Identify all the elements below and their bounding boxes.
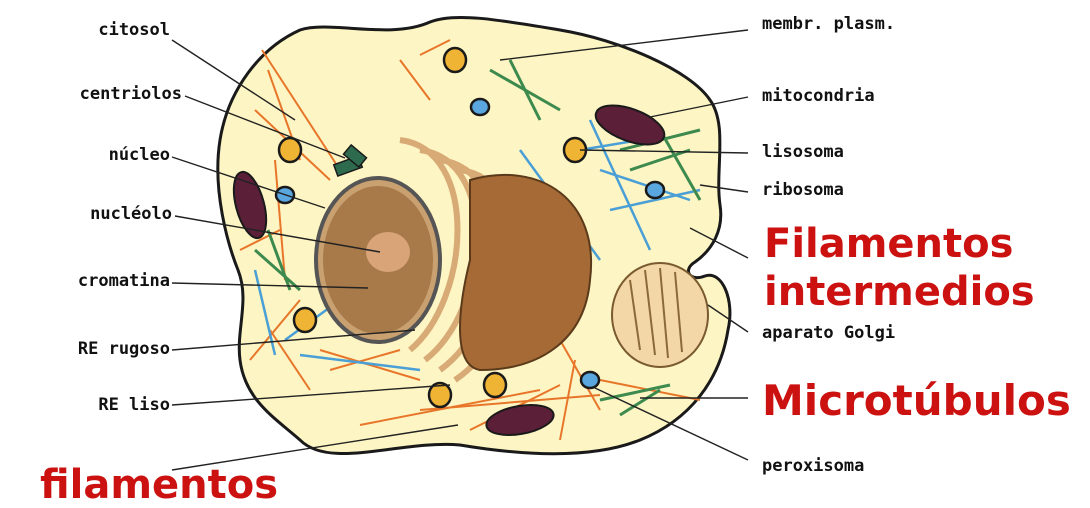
nucleolus — [366, 232, 410, 272]
highlight-microtubulos: Microtúbulos — [762, 380, 1071, 422]
golgi — [612, 263, 708, 367]
label-re-liso: RE liso — [40, 397, 170, 414]
label-citosol: citosol — [40, 22, 170, 39]
label-cromatina: cromatina — [10, 273, 170, 290]
label-centriolos: centriolos — [20, 86, 182, 103]
label-membrana: membr. plasm. — [762, 16, 895, 33]
label-aparato-golgi: aparato Golgi — [762, 325, 895, 342]
label-re-rugoso: RE rugoso — [10, 341, 170, 358]
highlight-intermedios: intermedios — [764, 272, 1035, 312]
nucleus — [316, 178, 440, 342]
label-ribosoma: ribosoma — [762, 182, 844, 199]
label-nucleolo: nucléolo — [20, 206, 172, 223]
label-lisosoma: lisosoma — [762, 144, 844, 161]
label-mitocondria: mitocondria — [762, 88, 875, 105]
highlight-filamentos: Filamentos — [764, 224, 1013, 264]
highlight-bottom-left: filamentos — [40, 465, 278, 505]
label-nucleo: núcleo — [40, 147, 170, 164]
label-peroxisoma: peroxisoma — [762, 458, 864, 475]
cell-diagram: citosol centriolos núcleo nucléolo croma… — [0, 0, 1090, 489]
